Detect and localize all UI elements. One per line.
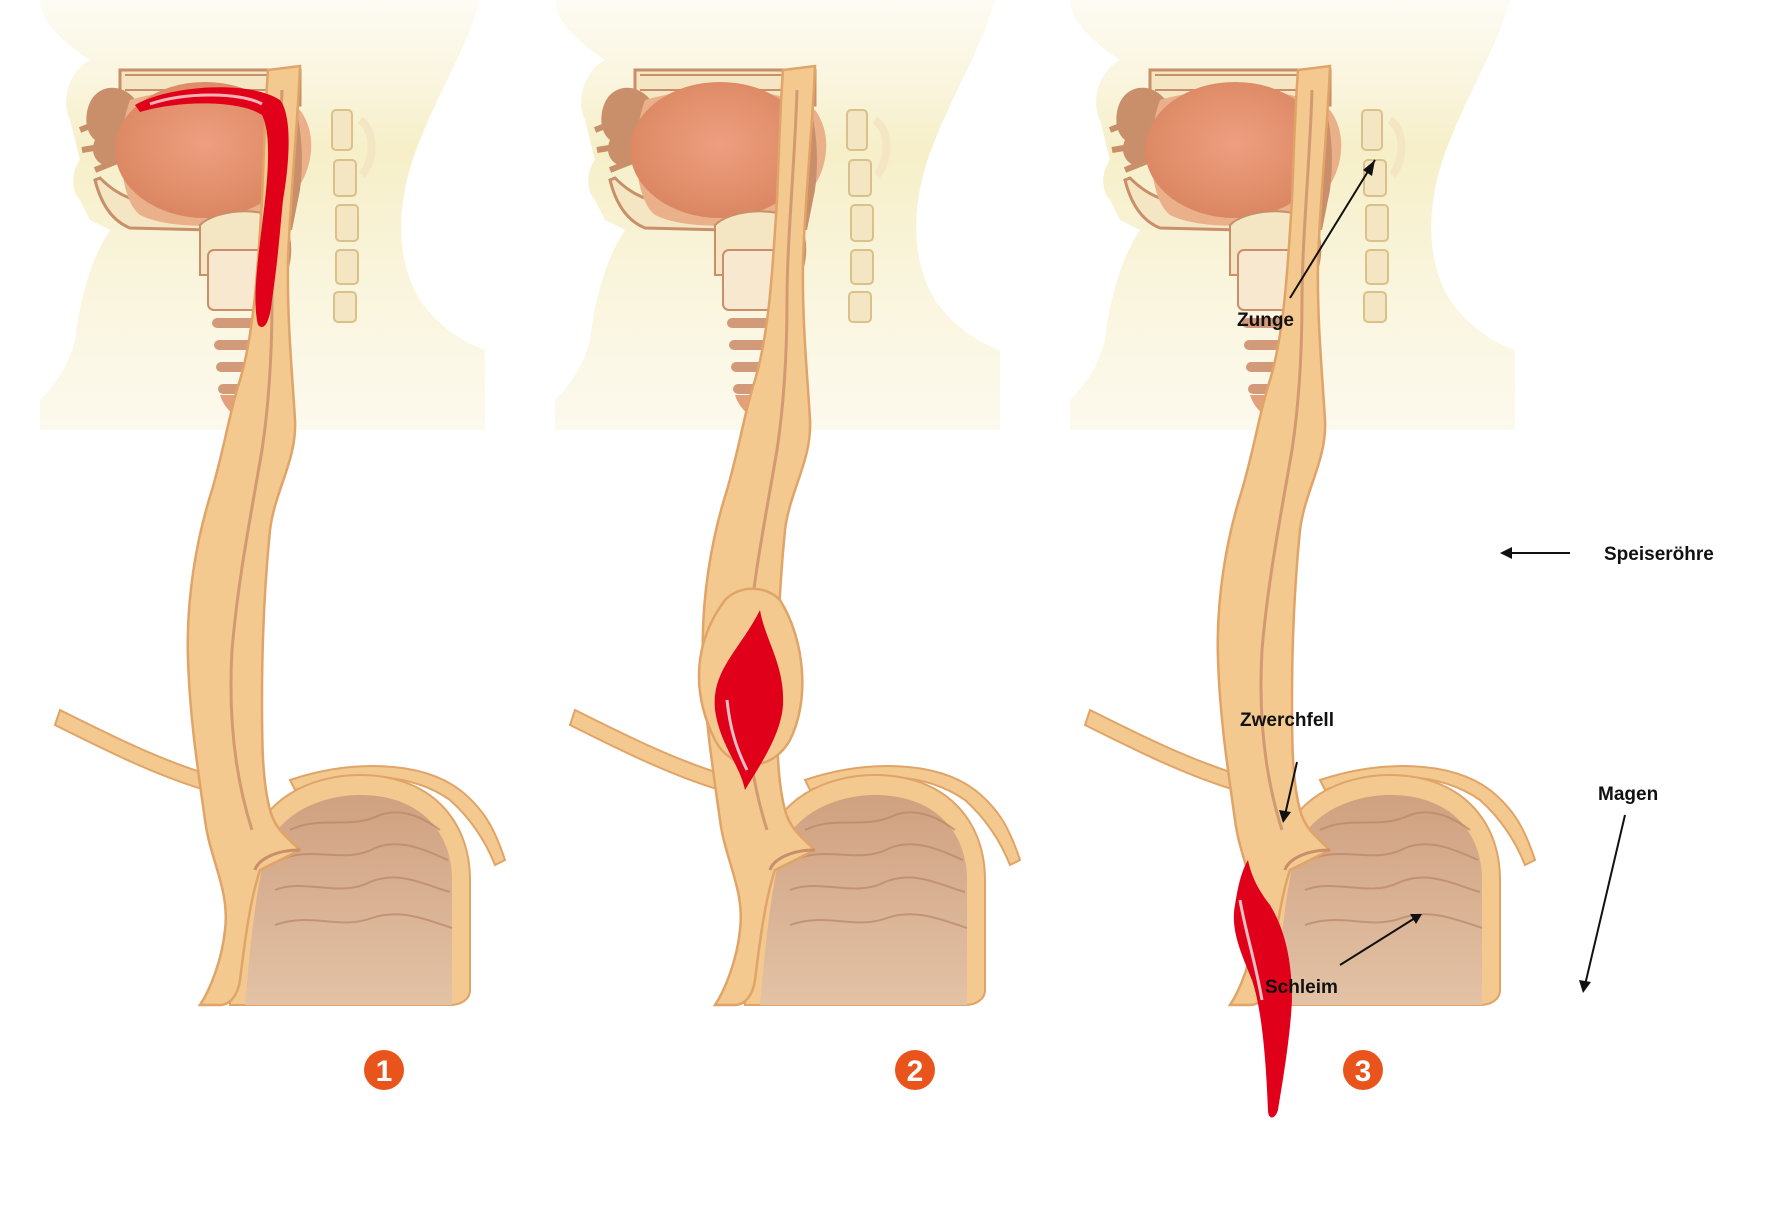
- panel-2: 2: [555, 0, 1020, 1090]
- step-badge-1: 1: [364, 1050, 404, 1090]
- esophagus-arrowhead: [1500, 547, 1512, 559]
- step-number: 2: [907, 1055, 924, 1088]
- panel-3: 3: [1070, 0, 1535, 1118]
- label-stomach: Magen: [1598, 784, 1658, 805]
- step-badge-2: 2: [895, 1050, 935, 1090]
- stomach-arrowhead: [1579, 980, 1591, 993]
- step-number: 1: [376, 1055, 393, 1088]
- label-esophagus: Speiseröhre: [1604, 544, 1714, 565]
- anatomy-illustration: [555, 0, 1020, 1005]
- label-diaphragm: Zwerchfell: [1240, 710, 1334, 731]
- stomach-pointer: [1585, 815, 1625, 985]
- label-mucus: Schleim: [1265, 977, 1338, 998]
- panel-1: 1: [40, 0, 505, 1090]
- label-tongue: Zunge: [1237, 310, 1294, 331]
- step-number: 3: [1355, 1055, 1372, 1088]
- anatomy-illustration: [1070, 0, 1535, 1005]
- step-badge-3: 3: [1343, 1050, 1383, 1090]
